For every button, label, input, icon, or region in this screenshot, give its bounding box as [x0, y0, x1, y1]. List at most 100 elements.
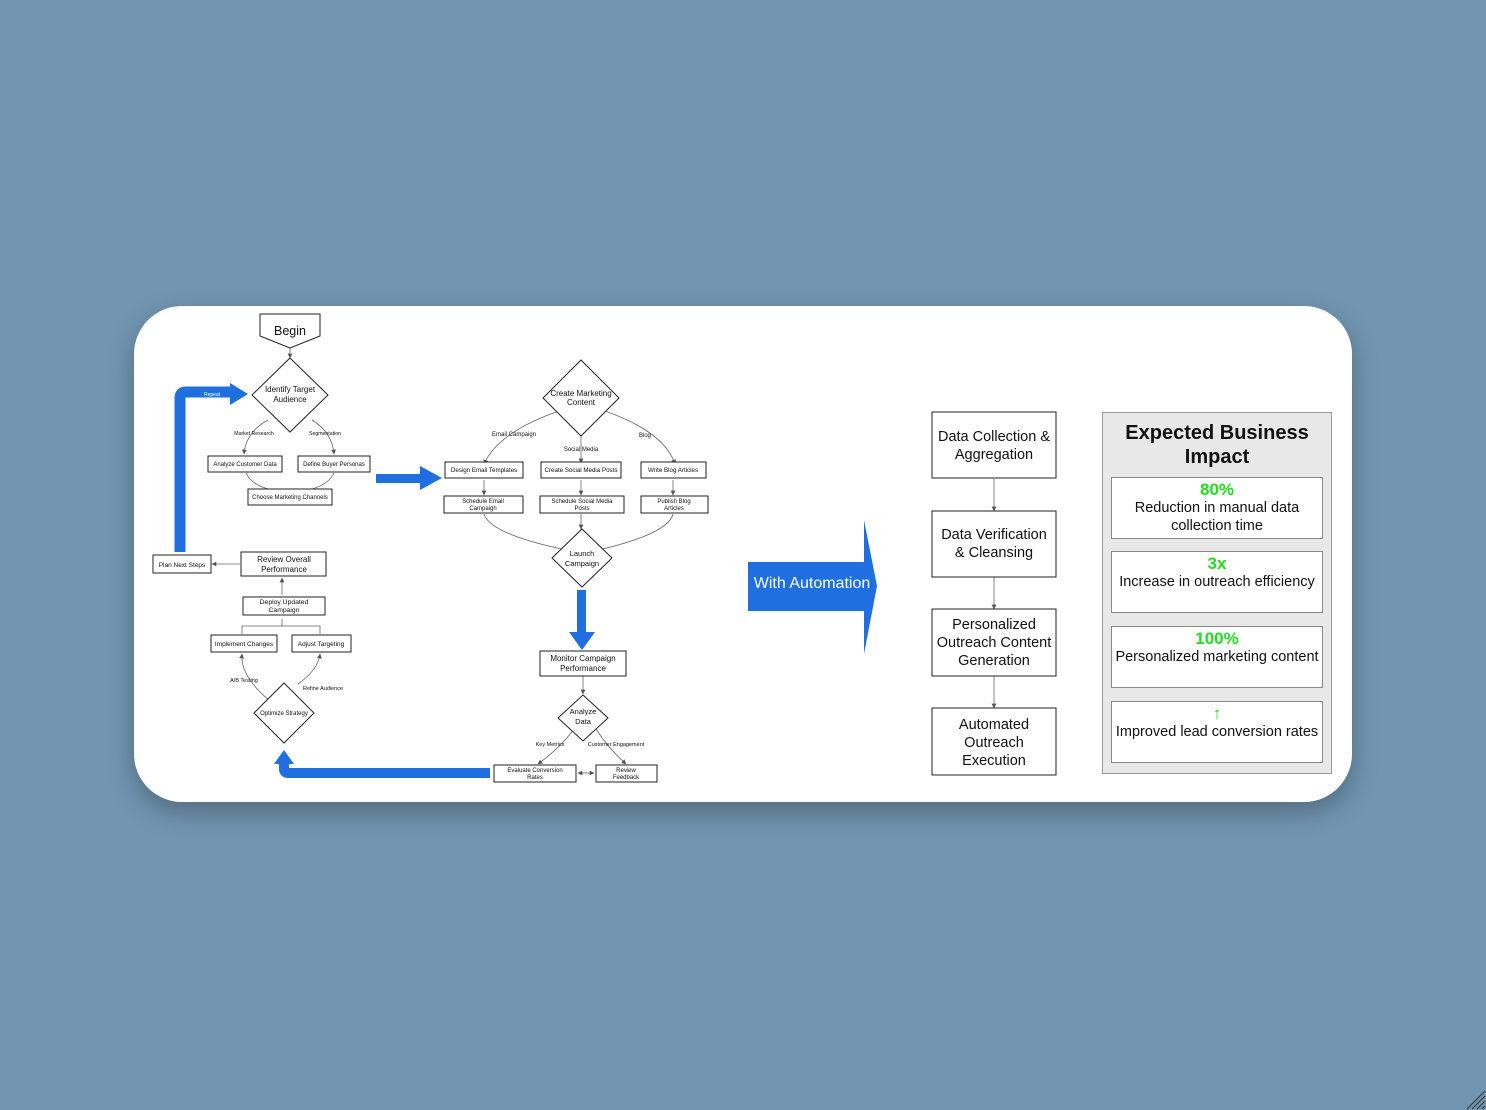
- schedule-email-line2: Campaign: [469, 506, 496, 512]
- schedule-email-node: Schedule Email Campaign: [443, 495, 524, 514]
- flowchart-edges: [211, 347, 997, 776]
- monitor-performance-node: Monitor Campaign Performance: [539, 650, 627, 677]
- plan-next-steps-label: Plan Next Steps: [159, 562, 206, 569]
- create-content-line2: Content: [567, 398, 596, 407]
- impact-card-4: ↑ Improved lead conversion rates: [1111, 701, 1323, 763]
- begin-node: Begin: [259, 313, 321, 349]
- create-social-label: Create Social Media Posts: [545, 467, 618, 474]
- write-blog-node: Write Blog Articles: [640, 461, 707, 479]
- repeat-label: Repeat: [204, 392, 221, 398]
- review-feedback-node: Review Feedback: [595, 764, 658, 783]
- identify-audience-decision: Identify Target Audience: [251, 357, 329, 433]
- optimize-strategy-label: Optimize Strategy: [260, 711, 308, 717]
- plan-next-steps-node: Plan Next Steps: [152, 554, 212, 574]
- social-media-label: Social Media: [564, 447, 599, 453]
- review-feedback-line1: Review: [616, 768, 636, 774]
- process-step-4-line1: Automated: [959, 717, 1029, 733]
- review-overall-node: Review Overall Performance: [240, 551, 327, 577]
- impact-title: Expected Business Impact: [1125, 422, 1309, 468]
- process-step-3-line2: Outreach Content: [937, 635, 1051, 651]
- process-step-2: Data Verification & Cleansing: [931, 510, 1057, 578]
- evaluate-conversion-line1: Evaluate Conversion: [507, 768, 562, 774]
- schedule-email-line1: Schedule Email: [462, 499, 504, 505]
- process-step-2-line2: & Cleansing: [955, 545, 1033, 561]
- design-email-node: Design Email Templates: [444, 461, 524, 479]
- schedule-social-line2: Posts: [574, 506, 589, 512]
- monitor-performance-line1: Monitor Campaign: [550, 654, 615, 663]
- analyze-data-line2: Data: [575, 717, 592, 726]
- repeat-loop-arrow: Repeat: [174, 383, 248, 552]
- write-blog-label: Write Blog Articles: [648, 467, 698, 474]
- evaluate-conversion-node: Evaluate Conversion Rates: [493, 764, 577, 783]
- begin-label: Begin: [274, 324, 306, 338]
- with-automation-arrow: [748, 520, 877, 654]
- up-arrow-icon: ↑: [1212, 704, 1222, 723]
- evaluate-conversion-line2: Rates: [527, 775, 543, 781]
- review-overall-line2: Performance: [261, 565, 307, 574]
- launch-campaign-line2: Campaign: [565, 559, 599, 568]
- process-step-3: Personalized Outreach Content Generation: [931, 608, 1057, 677]
- refine-audience-label: Refine Audience: [303, 686, 343, 692]
- schedule-social-line1: Schedule Social Media: [551, 499, 613, 505]
- choose-channels-node: Choose Marketing Channels: [247, 488, 333, 506]
- to-optimize-arrow: [274, 750, 490, 778]
- process-step-1: Data Collection & Aggregation: [931, 411, 1057, 479]
- impact-description: Improved lead conversion rates: [1115, 724, 1319, 740]
- deploy-updated-node: Deploy Updated Campaign: [242, 596, 326, 616]
- segmentation-label: Segmentation: [309, 431, 341, 437]
- impact-card-1: 80% Reduction in manual data collection …: [1111, 477, 1323, 539]
- adjust-targeting-node: Adjust Targeting: [291, 634, 352, 653]
- resize-grip-icon[interactable]: [1464, 1088, 1486, 1110]
- process-step-3-line1: Personalized: [952, 617, 1036, 633]
- process-step-4-line2: Outreach: [964, 735, 1024, 751]
- optimize-strategy-decision: Optimize Strategy: [253, 682, 315, 744]
- monitor-performance-line2: Performance: [560, 664, 606, 673]
- customer-engagement-label: Customer Engagement: [588, 742, 645, 748]
- schedule-social-node: Schedule Social Media Posts: [539, 495, 625, 514]
- analyze-data-decision: Analyze Data: [557, 694, 609, 742]
- create-content-line1: Create Marketing: [550, 389, 611, 398]
- process-step-1-line2: Aggregation: [955, 447, 1033, 463]
- analyze-customer-data-label: Analyze Customer Data: [213, 462, 277, 468]
- to-monitor-arrow: [569, 590, 595, 650]
- key-metrics-label: Key Metrics: [536, 742, 565, 748]
- review-feedback-line2: Feedback: [613, 775, 640, 781]
- deploy-updated-line1: Deploy Updated: [260, 599, 309, 606]
- adjust-targeting-label: Adjust Targeting: [298, 641, 345, 648]
- review-overall-line1: Review Overall: [257, 555, 311, 564]
- implement-changes-label: Implement Changes: [215, 641, 274, 648]
- to-content-arrow: [376, 466, 442, 490]
- business-impact-panel: Expected Business Impact 80% Reduction i…: [1102, 412, 1332, 774]
- create-social-node: Create Social Media Posts: [540, 461, 622, 479]
- design-email-label: Design Email Templates: [451, 467, 517, 474]
- ab-testing-label: A/B Testing: [230, 678, 258, 684]
- impact-metric: 3x: [1207, 554, 1227, 573]
- market-research-label: Market Research: [234, 431, 274, 437]
- impact-description: Reduction in manual data collection time: [1134, 500, 1300, 534]
- with-automation-label: With Automation: [753, 575, 871, 592]
- launch-campaign-line1: Launch: [570, 549, 595, 558]
- analyze-customer-data-node: Analyze Customer Data: [207, 455, 283, 473]
- implement-changes-node: Implement Changes: [210, 634, 278, 653]
- impact-description: Personalized marketing content: [1115, 649, 1319, 665]
- publish-blog-line1: Publish Blog: [657, 499, 690, 505]
- identify-audience-line2: Audience: [273, 395, 307, 404]
- process-step-2-line1: Data Verification: [941, 527, 1047, 543]
- email-campaign-label: Email Campaign: [492, 432, 536, 438]
- process-step-3-line3: Generation: [958, 653, 1030, 669]
- create-content-decision: Create Marketing Content: [542, 359, 620, 437]
- impact-metric: 100%: [1195, 629, 1239, 648]
- define-buyer-personas-label: Define Buyer Personas: [303, 462, 365, 468]
- impact-card-3: 100% Personalized marketing content: [1111, 626, 1323, 688]
- impact-card-2: 3x Increase in outreach efficiency: [1111, 551, 1323, 613]
- impact-description: Increase in outreach efficiency: [1119, 574, 1315, 590]
- deploy-updated-line2: Campaign: [269, 607, 300, 614]
- process-step-4-line3: Execution: [962, 753, 1026, 769]
- publish-blog-line2: Articles: [664, 506, 684, 512]
- diagram-card: Repeat: [134, 306, 1352, 802]
- analyze-data-line1: Analyze: [570, 707, 597, 716]
- impact-metric: 80%: [1199, 480, 1235, 499]
- define-buyer-personas-node: Define Buyer Personas: [297, 455, 371, 473]
- identify-audience-line1: Identify Target: [265, 385, 316, 394]
- choose-channels-label: Choose Marketing Channels: [252, 495, 328, 501]
